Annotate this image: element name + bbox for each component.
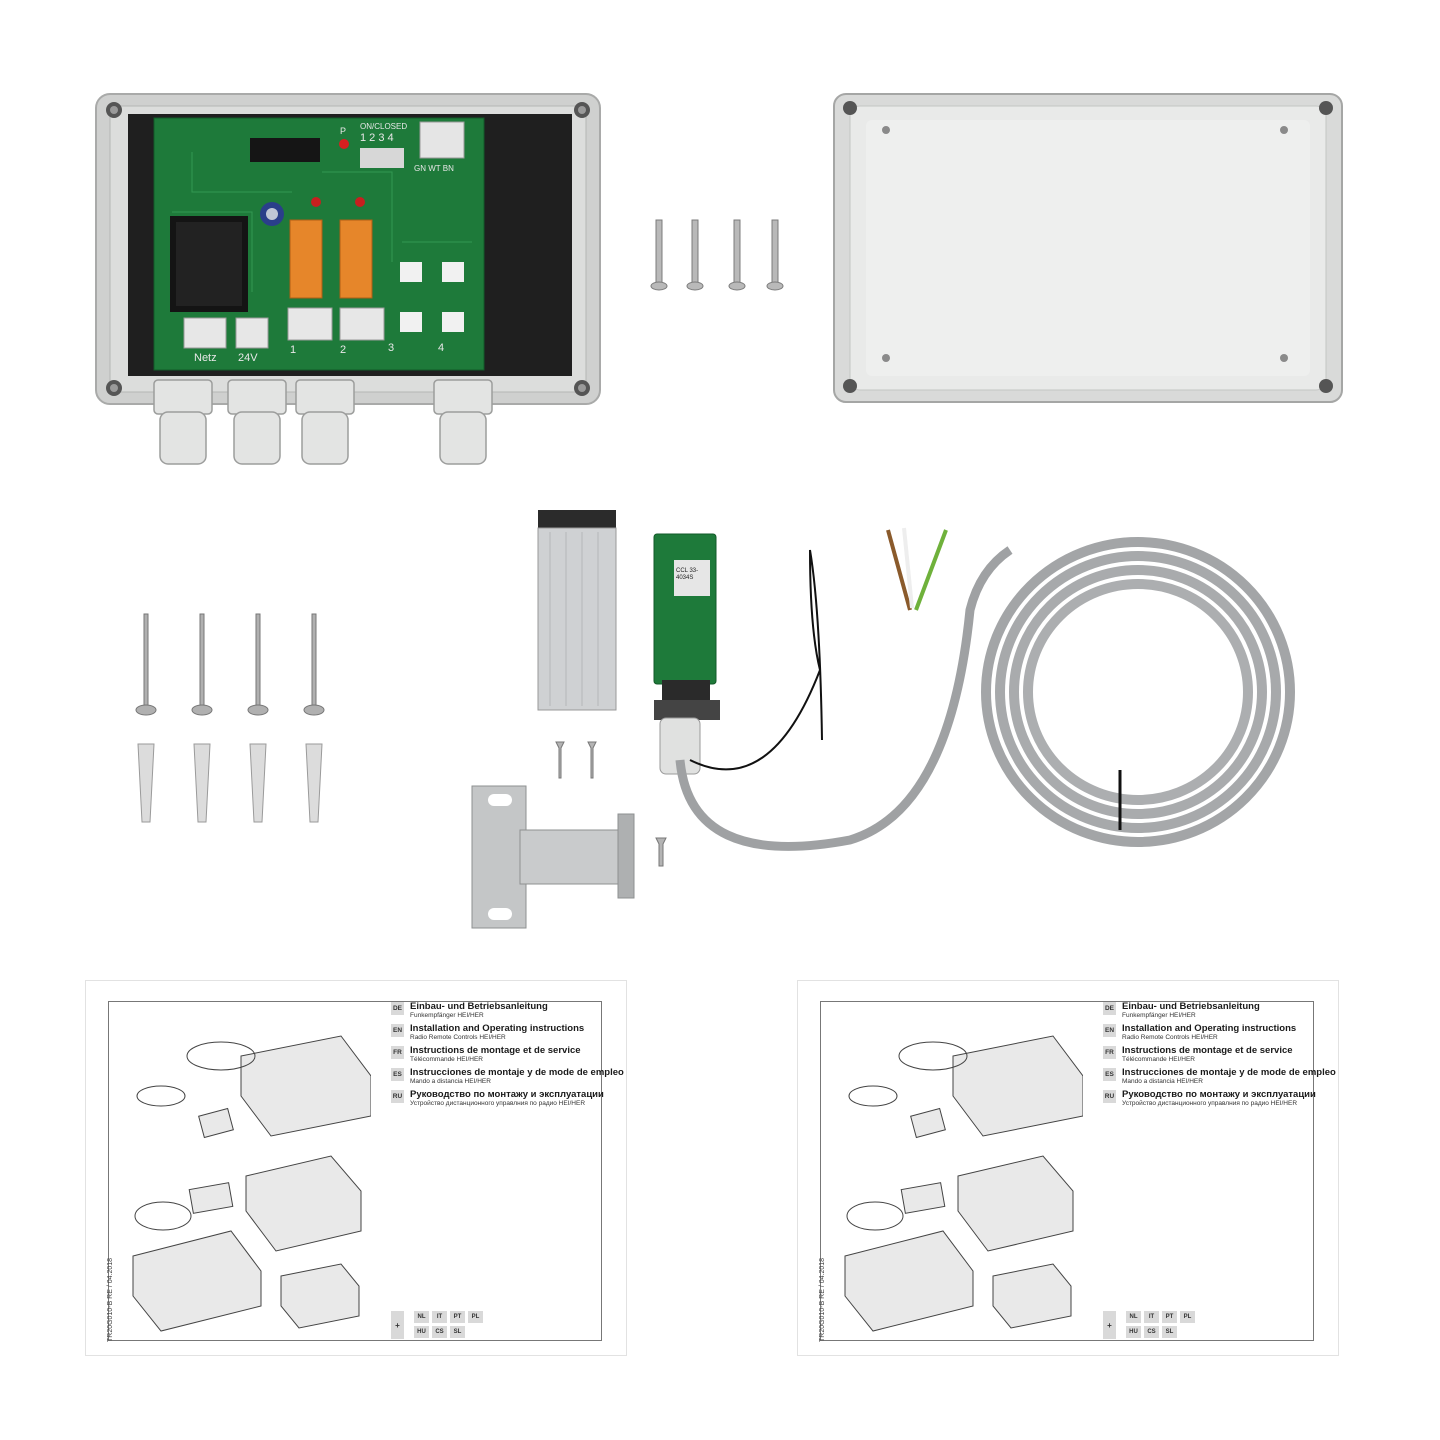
lang-tag-de: DE [391, 1002, 404, 1015]
lang-tag-es: ES [391, 1068, 404, 1081]
lang-title-fr: Instructions de montage et de service [1122, 1045, 1293, 1056]
lang-title-de: Einbau- und Betriebsanleitung [1122, 1001, 1260, 1012]
lang-title-ru: Руководство по монтажу и эксплуатации [410, 1089, 604, 1100]
lang-tag-ru: RU [1103, 1090, 1116, 1103]
lang-sub-ru: Устройство дистанционного управлния по р… [1122, 1100, 1298, 1107]
plus-tag: + [391, 1311, 404, 1339]
lang-sub-ru: Устройство дистанционного управлния по р… [410, 1100, 586, 1107]
pcb-channel-3: 3 [388, 342, 395, 354]
lang-tag-en: EN [1103, 1024, 1116, 1037]
plus-tag: + [1103, 1311, 1116, 1339]
manual-2: TR20G010-B RE / 04.2018 DE Einbau- und B… [797, 980, 1339, 1356]
box-lid [832, 92, 1344, 404]
wall-dowels [128, 740, 332, 826]
lang-it: IT [1144, 1311, 1159, 1323]
lang-cs: CS [1144, 1326, 1159, 1338]
lang-tag-de: DE [1103, 1002, 1116, 1015]
lang-sub-es: Mando a distancia HEI/HER [410, 1078, 491, 1085]
countersunk-screws [548, 738, 678, 868]
pcb-channel-1: 1 [290, 344, 297, 356]
manual-frame: TR20G010-B RE / 04.2018 DE Einbau- und B… [819, 1001, 1336, 1342]
lang-sub-de: Funkempfänger HEI/HER [1122, 1012, 1196, 1019]
pcb-label-netz: Netz [194, 352, 217, 364]
pcb-wire-labels: GN WT BN [414, 164, 454, 173]
lang-pt: PT [1162, 1311, 1177, 1323]
wood-screws [130, 610, 330, 720]
lang-row-en: EN Installation and Operating instructio… [1103, 1024, 1296, 1042]
lang-sub-en: Radio Remote Controls HEI/HER [1122, 1034, 1218, 1041]
lang-cs: CS [432, 1326, 447, 1338]
lang-row-fr: FR Instructions de montage et de service… [1103, 1046, 1293, 1064]
lang-row-ru: RU Руководство по монтажу и эксплуатации… [391, 1090, 604, 1108]
lang-hu: HU [1126, 1326, 1141, 1338]
pcb-label-24v: 24V [238, 352, 258, 364]
more-languages: NL IT PT PL HU CS SL [1126, 1311, 1195, 1338]
lang-row-de: DE Einbau- und Betriebsanleitung Funkemp… [391, 1002, 548, 1020]
lang-title-es: Instrucciones de montaje y de mode de em… [1122, 1067, 1336, 1078]
lang-sl: SL [450, 1326, 465, 1338]
manual-code: TR20G010-B RE / 04.2018 [107, 1257, 114, 1342]
lang-nl: NL [414, 1311, 429, 1323]
lang-title-de: Einbau- und Betriebsanleitung [410, 1001, 548, 1012]
cable-assembly [650, 510, 1310, 880]
radio-module: CCL 33-4034S [640, 530, 730, 780]
manual-illustration [844, 1035, 1083, 1332]
lang-sub-de: Funkempfänger HEI/HER [410, 1012, 484, 1019]
lang-row-es: ES Instrucciones de montaje y de mode de… [391, 1068, 624, 1086]
lang-tag-ru: RU [391, 1090, 404, 1103]
lang-pl: PL [1180, 1311, 1195, 1323]
lang-sl: SL [1162, 1326, 1177, 1338]
lang-tag-fr: FR [391, 1046, 404, 1059]
lang-it: IT [432, 1311, 447, 1323]
control-box-open: ON/CLOSED 1 2 3 4 P GN WT BN Netz 24V 1 … [92, 92, 604, 468]
lang-title-en: Installation and Operating instructions [410, 1023, 585, 1034]
mounting-bracket [470, 784, 638, 930]
lang-tag-en: EN [391, 1024, 404, 1037]
pcb-channel-4: 4 [438, 342, 445, 354]
pcb-dip-numbers: 1 2 3 4 [360, 132, 394, 144]
lang-row-en: EN Installation and Operating instructio… [391, 1024, 584, 1042]
pcb-led-label: P [340, 126, 347, 136]
lang-tag-fr: FR [1103, 1046, 1116, 1059]
lang-pt: PT [450, 1311, 465, 1323]
lang-hu: HU [414, 1326, 429, 1338]
lang-row-es: ES Instrucciones de montaje y de mode de… [1103, 1068, 1336, 1086]
lang-title-en: Installation and Operating instructions [1122, 1023, 1297, 1034]
lang-row-de: DE Einbau- und Betriebsanleitung Funkemp… [1103, 1002, 1260, 1020]
lang-sub-fr: Télécommande HEI/HER [1122, 1056, 1195, 1063]
lang-title-es: Instrucciones de montaje y de mode de em… [410, 1067, 624, 1078]
lang-tag-es: ES [1103, 1068, 1116, 1081]
more-languages: NL IT PT PL HU CS SL [414, 1311, 483, 1338]
manual-frame: TR20G010-B RE / 04.2018 DE Einbau- und B… [107, 1001, 624, 1342]
lang-title-ru: Руководство по монтажу и эксплуатации [1122, 1089, 1316, 1100]
lid-screws [646, 214, 792, 294]
receiver-housing [536, 508, 618, 712]
lang-title-fr: Instructions de montage et de service [410, 1045, 581, 1056]
manual-1: TR20G010-B RE / 04.2018 DE Einbau- und B… [85, 980, 627, 1356]
lang-sub-fr: Télécommande HEI/HER [410, 1056, 483, 1063]
lang-nl: NL [1126, 1311, 1141, 1323]
pcb-dip-header: ON/CLOSED [360, 122, 408, 131]
module-chip-label: CCL 33-4034S [676, 568, 699, 581]
lang-sub-en: Radio Remote Controls HEI/HER [410, 1034, 506, 1041]
lang-pl: PL [468, 1311, 483, 1323]
lang-sub-es: Mando a distancia HEI/HER [1122, 1078, 1203, 1085]
lang-row-ru: RU Руководство по монтажу и эксплуатации… [1103, 1090, 1316, 1108]
pcb-channel-2: 2 [340, 344, 347, 356]
manual-illustration [132, 1035, 371, 1332]
manual-code: TR20G010-B RE / 04.2018 [819, 1257, 826, 1342]
lang-row-fr: FR Instructions de montage et de service… [391, 1046, 581, 1064]
